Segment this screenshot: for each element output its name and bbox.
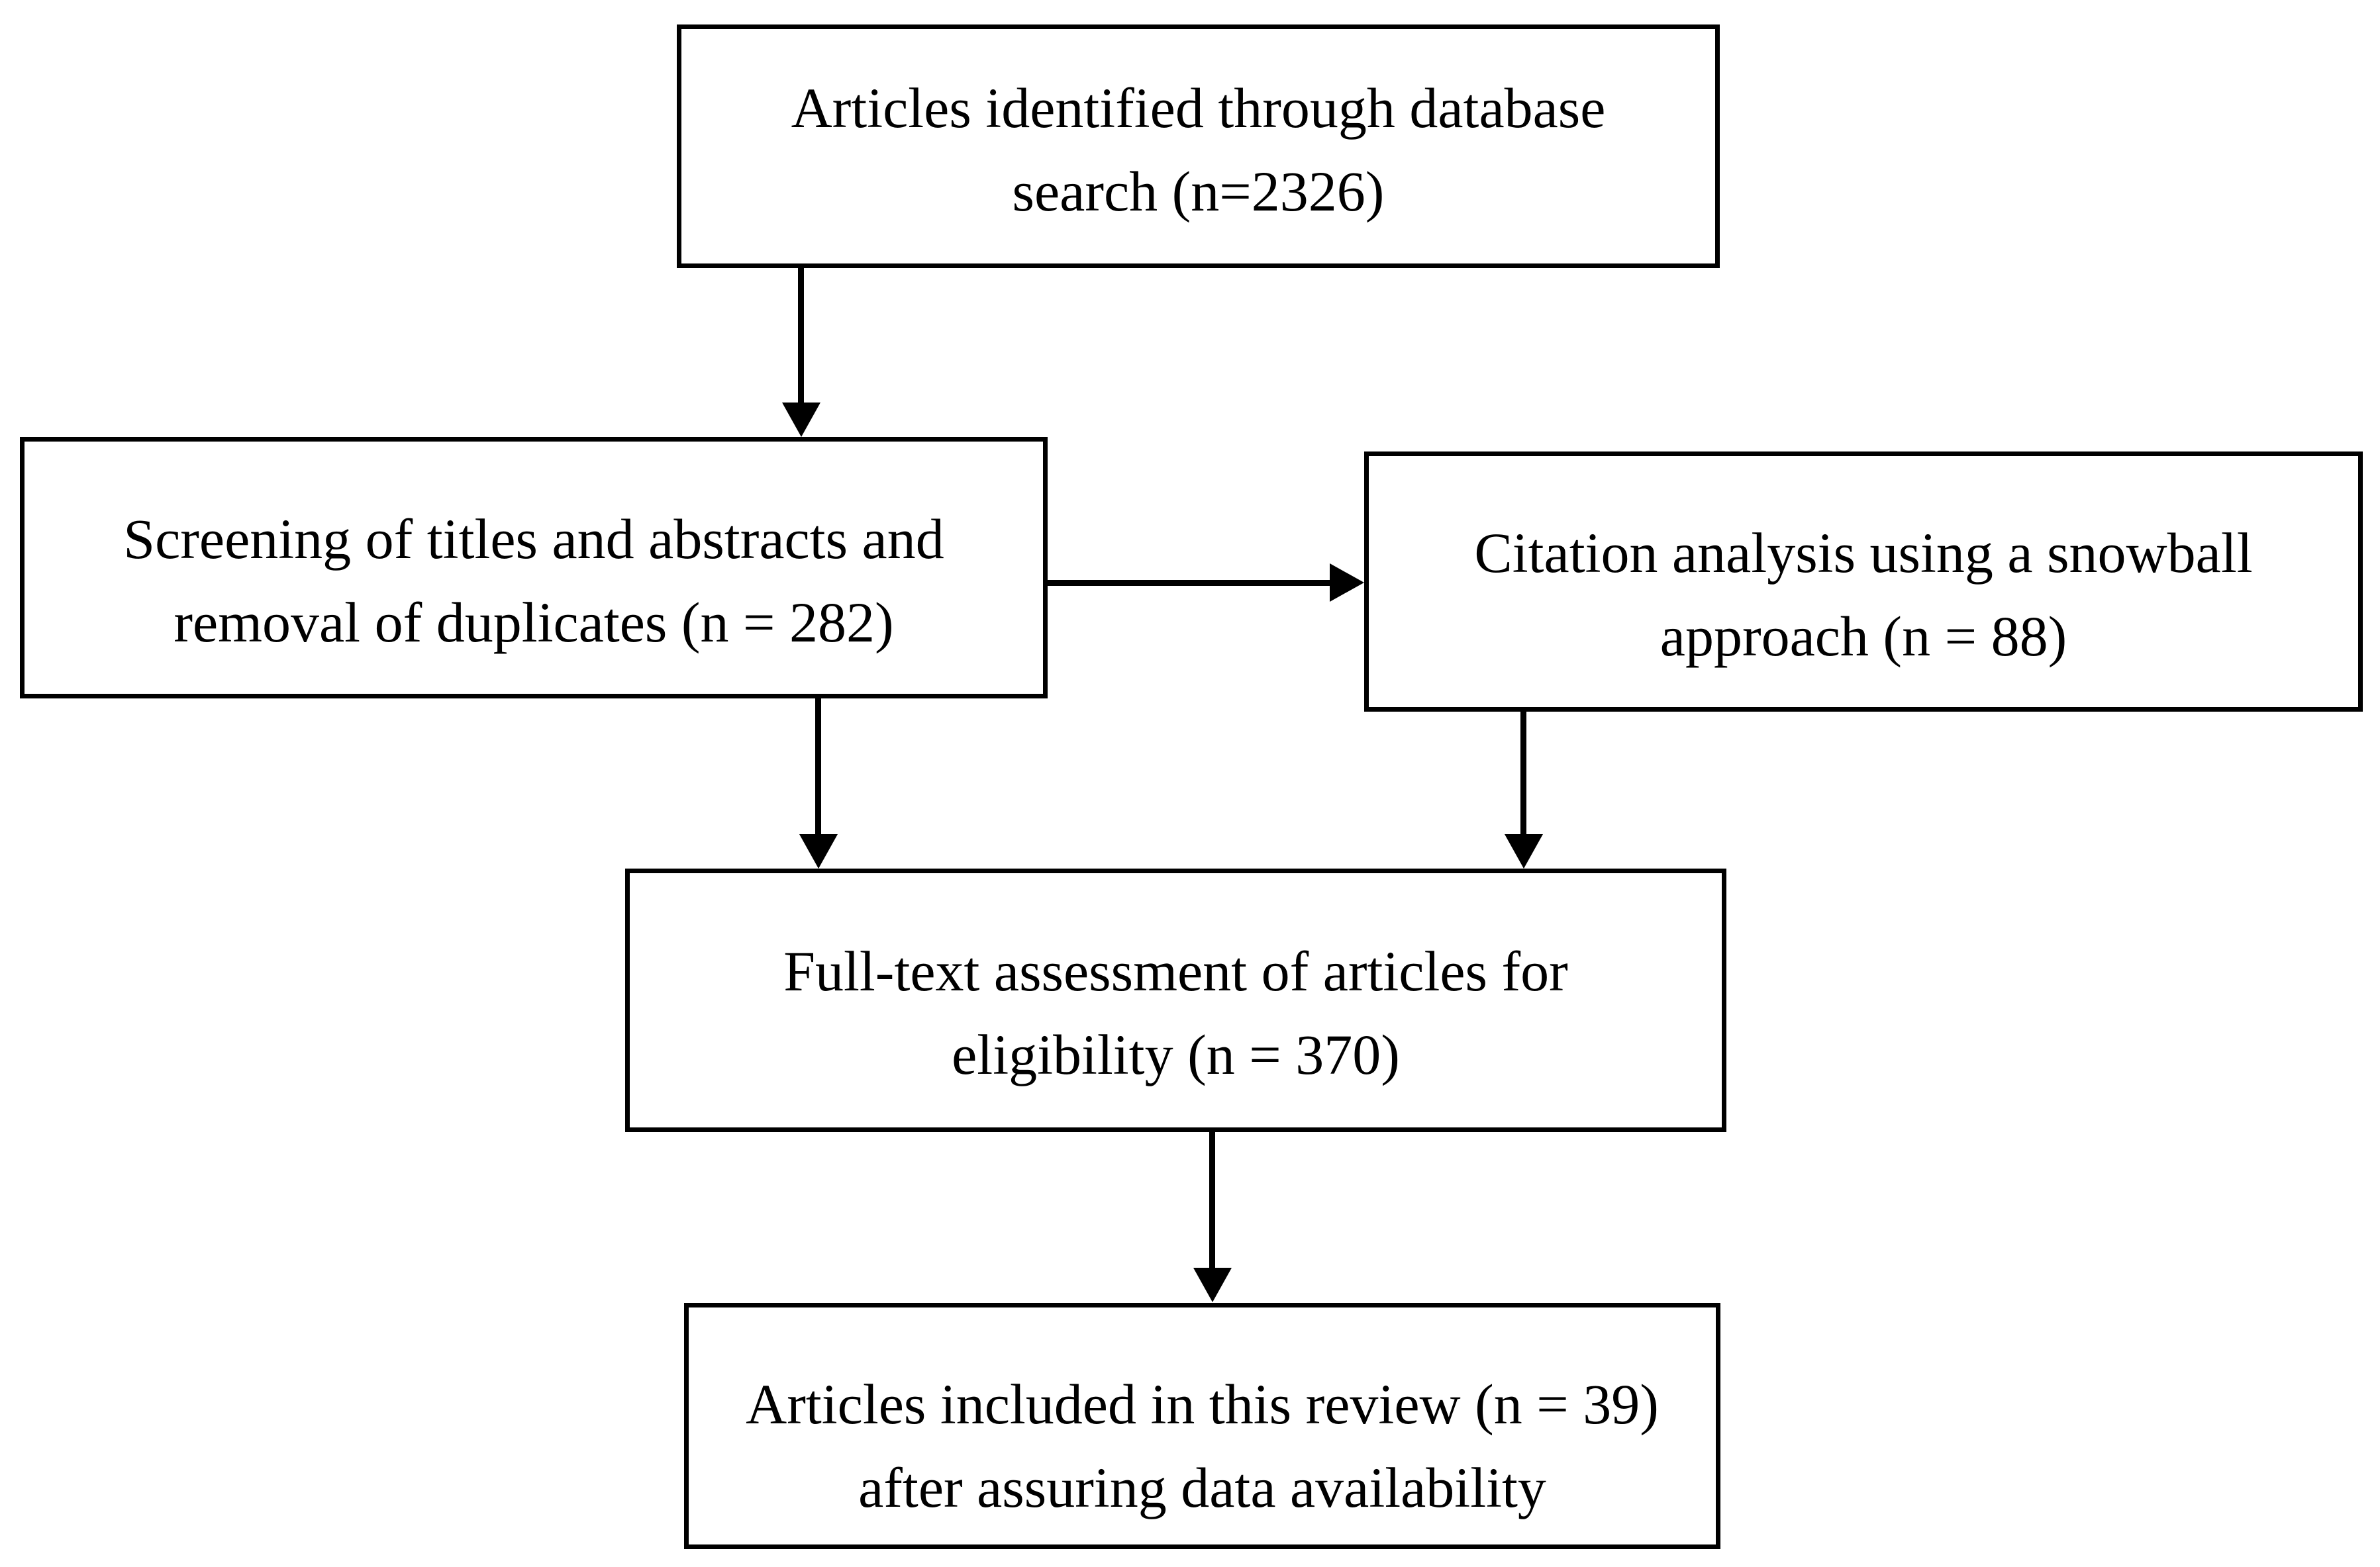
- arrowhead-down-icon: [1505, 834, 1543, 869]
- arrowhead-down-icon: [799, 834, 838, 869]
- arrowhead-down-icon: [782, 403, 820, 437]
- arrow-shaft: [815, 698, 821, 836]
- flow-box-text-line: Citation analysis using a snowball: [1474, 520, 2253, 585]
- arrowhead-down-icon: [1193, 1268, 1232, 1302]
- flow-box-citation-analysis: Citation analysis using a snowball appro…: [1364, 451, 2363, 712]
- flow-box-text-line: Articles included in this review (n = 39…: [746, 1372, 1659, 1436]
- flow-box-text-line: after assuring data availability: [858, 1456, 1546, 1519]
- flow-box-text-line: search (n=2326): [1012, 160, 1385, 223]
- flow-box-screening: Screening of titles and abstracts and re…: [20, 437, 1048, 698]
- flow-box-articles-included: Articles included in this review (n = 39…: [684, 1303, 1720, 1549]
- flow-box-text-line: approach (n = 88): [1660, 604, 2067, 668]
- flow-box-text-line: eligibility (n = 370): [952, 1023, 1400, 1086]
- arrowhead-right-icon: [1330, 563, 1364, 602]
- flow-box-text-line: removal of duplicates (n = 282): [174, 590, 894, 654]
- arrow-shaft: [798, 268, 804, 404]
- flow-box-text-line: Full-text assessment of articles for: [783, 939, 1568, 1003]
- arrow-shaft: [1048, 580, 1334, 586]
- arrow-shaft: [1520, 712, 1526, 836]
- flow-box-text-line: Articles identified through database: [791, 76, 1606, 140]
- arrow-shaft: [1209, 1132, 1215, 1270]
- flow-box-fulltext-assessment: Full-text assessment of articles for eli…: [625, 869, 1726, 1132]
- flow-box-articles-identified: Articles identified through database sea…: [677, 24, 1720, 268]
- flow-box-text-line: Screening of titles and abstracts and: [123, 506, 944, 571]
